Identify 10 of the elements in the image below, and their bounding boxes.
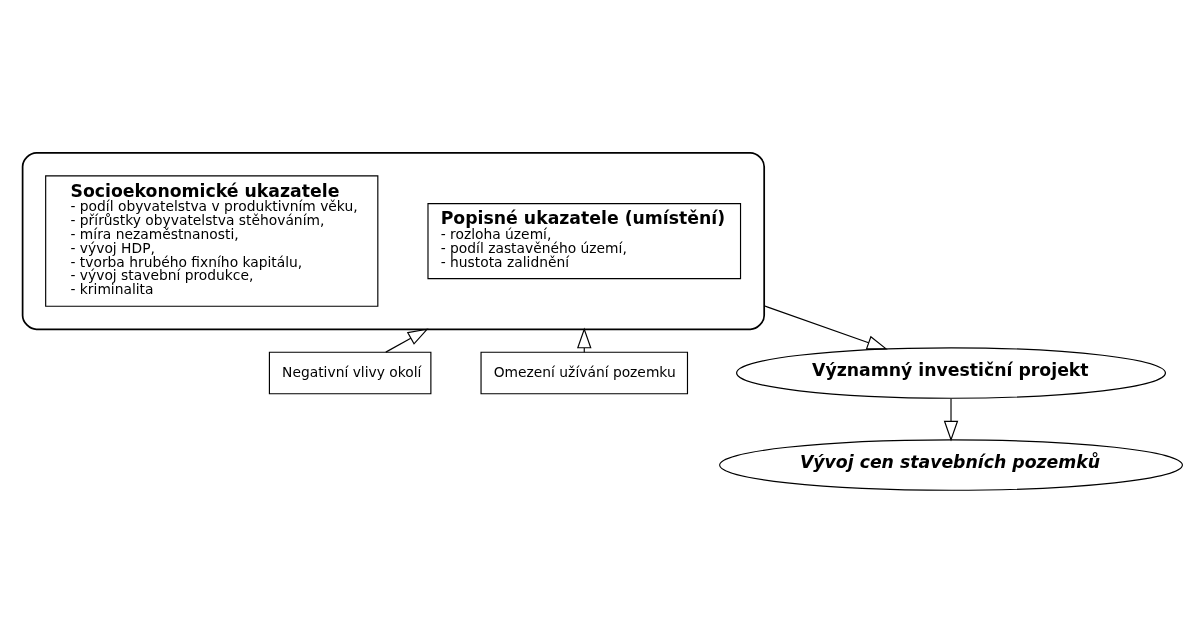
node-box: Omezení užívání pozemku bbox=[480, 351, 689, 394]
arrow bbox=[943, 397, 959, 441]
node-box: Popisné ukazatele (umístění) - rozloha území, - podíl zastavěného území, - hustota zalidnění bbox=[427, 202, 742, 279]
cluster bbox=[21, 151, 766, 330]
arrow bbox=[763, 304, 888, 349]
node-ellipse: Vývoj cen stavebních pozemků bbox=[719, 438, 1183, 491]
node-box: Negativní vlivy okolí bbox=[268, 351, 432, 394]
arrow bbox=[385, 327, 429, 353]
node-box: Socioekonomické ukazatele - podíl obyvatelstva v produktivním věku, - přírůstky obyvatelstva stěhováním, - míra nezaměstnanosti, - vývoj HDP, - tvorba hrubého fixního kapitálu, - vývoj stavební produkce, - kriminalita bbox=[45, 174, 379, 307]
node-ellipse: Významný investiční projekt bbox=[736, 346, 1167, 399]
